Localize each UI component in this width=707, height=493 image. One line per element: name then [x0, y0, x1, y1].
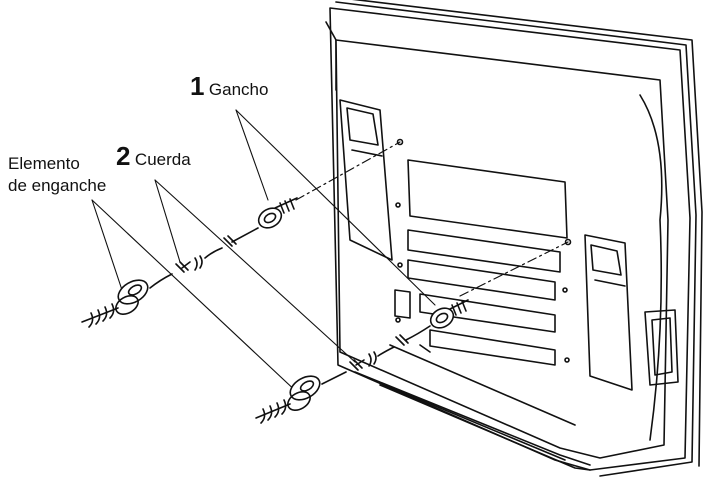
right-handle [584, 234, 633, 391]
alignment-lines [295, 141, 569, 297]
hook-number: 1 [190, 71, 205, 101]
hook-text: Gancho [208, 80, 269, 99]
anchor-label-line2: de enganche [8, 176, 107, 195]
tv-rear-panel [325, 0, 703, 477]
cord-text: Cuerda [134, 150, 191, 169]
hook-label: 1 Gancho [190, 73, 268, 99]
hook-assembly-bottom [255, 299, 469, 424]
cord-label: 2 Cuerda [116, 143, 191, 169]
cord-number: 2 [116, 141, 131, 171]
anchor-label-line1: Elemento [8, 154, 80, 173]
hook-assembly-top [81, 197, 298, 328]
side-bracket [644, 309, 679, 386]
left-handle [339, 99, 393, 261]
leader-lines [91, 109, 436, 396]
mount-holes [395, 138, 572, 363]
vent-slots [394, 159, 568, 366]
